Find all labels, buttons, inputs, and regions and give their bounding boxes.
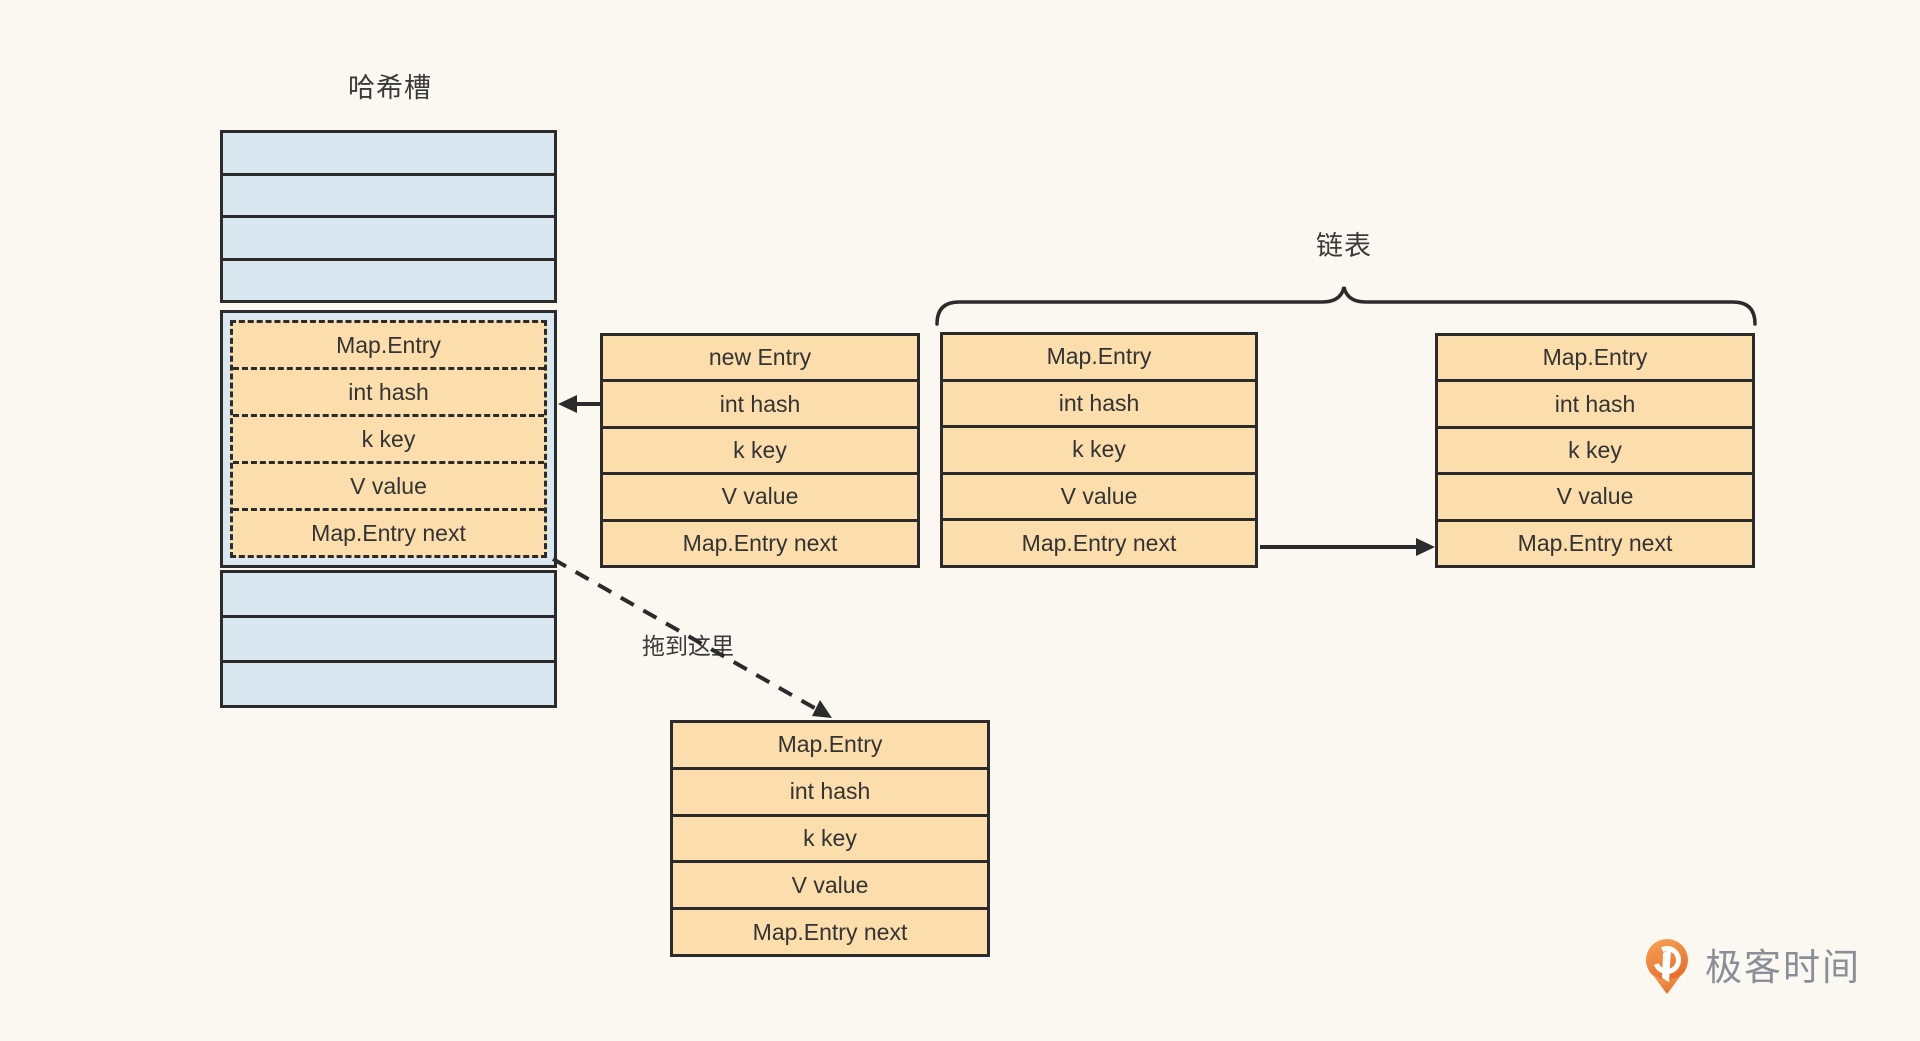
entry-row: Map.Entry next <box>673 907 987 954</box>
hash-bucket-occupied: Map.Entry int hash k key V value Map.Ent… <box>220 310 557 568</box>
hash-table-top-stack <box>220 130 557 303</box>
list-entry-box-2: Map.Entry int hash k key V value Map.Ent… <box>1435 333 1755 568</box>
arrow-list1-to-list2 <box>1260 538 1435 556</box>
entry-row: Map.Entry <box>336 331 441 358</box>
entry-row: Map.Entry <box>1046 343 1152 370</box>
entry-row: Map.Entry next <box>943 518 1255 565</box>
entry-row: Map.Entry next <box>233 508 544 555</box>
hash-bucket-cell <box>223 215 554 258</box>
entry-row: V value <box>1438 472 1752 518</box>
entry-row: V value <box>603 472 917 518</box>
entry-row: int hash <box>1438 379 1752 425</box>
entry-row: Map.Entry next <box>603 518 917 565</box>
dragged-entry-box: Map.Entry int hash k key V value Map.Ent… <box>670 720 990 957</box>
new-entry-box: new Entry int hash k key V value Map.Ent… <box>600 333 920 568</box>
entry-row: Map.Entry <box>777 731 883 758</box>
entry-row: Map.Entry next <box>1438 518 1752 565</box>
slot-entry-box: Map.Entry int hash k key V value Map.Ent… <box>230 320 547 558</box>
drag-here-label: 拖到这里 <box>642 633 734 659</box>
linked-list-brace <box>935 286 1757 326</box>
hash-slots-label: 哈希槽 <box>348 73 432 103</box>
list-entry-box-1: Map.Entry int hash k key V value Map.Ent… <box>940 332 1258 568</box>
geektime-pin-icon <box>1646 939 1688 994</box>
hash-bucket-cell <box>223 257 554 301</box>
entry-row: k key <box>603 425 917 472</box>
geektime-logo-text: 极客时间 <box>1705 946 1861 988</box>
hash-bucket-cell <box>223 660 554 705</box>
hash-bucket-cell <box>223 133 554 173</box>
geektime-logo: 极客时间 <box>1644 938 1861 996</box>
entry-row: V value <box>233 461 544 508</box>
arrow-new-entry-to-slot <box>558 395 600 413</box>
entry-row: k key <box>943 425 1255 472</box>
hash-bucket-cell <box>223 615 554 660</box>
entry-row: int hash <box>943 378 1255 426</box>
entry-row: k key <box>233 414 544 461</box>
linked-list-label: 链表 <box>1316 231 1372 261</box>
entry-row: k key <box>1438 425 1752 472</box>
hash-bucket-cell <box>223 573 554 615</box>
entry-row: Map.Entry <box>1542 344 1648 371</box>
entry-row: int hash <box>233 367 544 414</box>
entry-row: V value <box>673 860 987 907</box>
entry-row: k key <box>673 813 987 861</box>
entry-row: int hash <box>603 379 917 425</box>
entry-row: new Entry <box>708 344 812 371</box>
entry-row: int hash <box>673 766 987 814</box>
hash-bucket-cell <box>223 172 554 216</box>
entry-row: V value <box>943 471 1255 519</box>
hash-table-bottom-stack <box>220 570 557 708</box>
